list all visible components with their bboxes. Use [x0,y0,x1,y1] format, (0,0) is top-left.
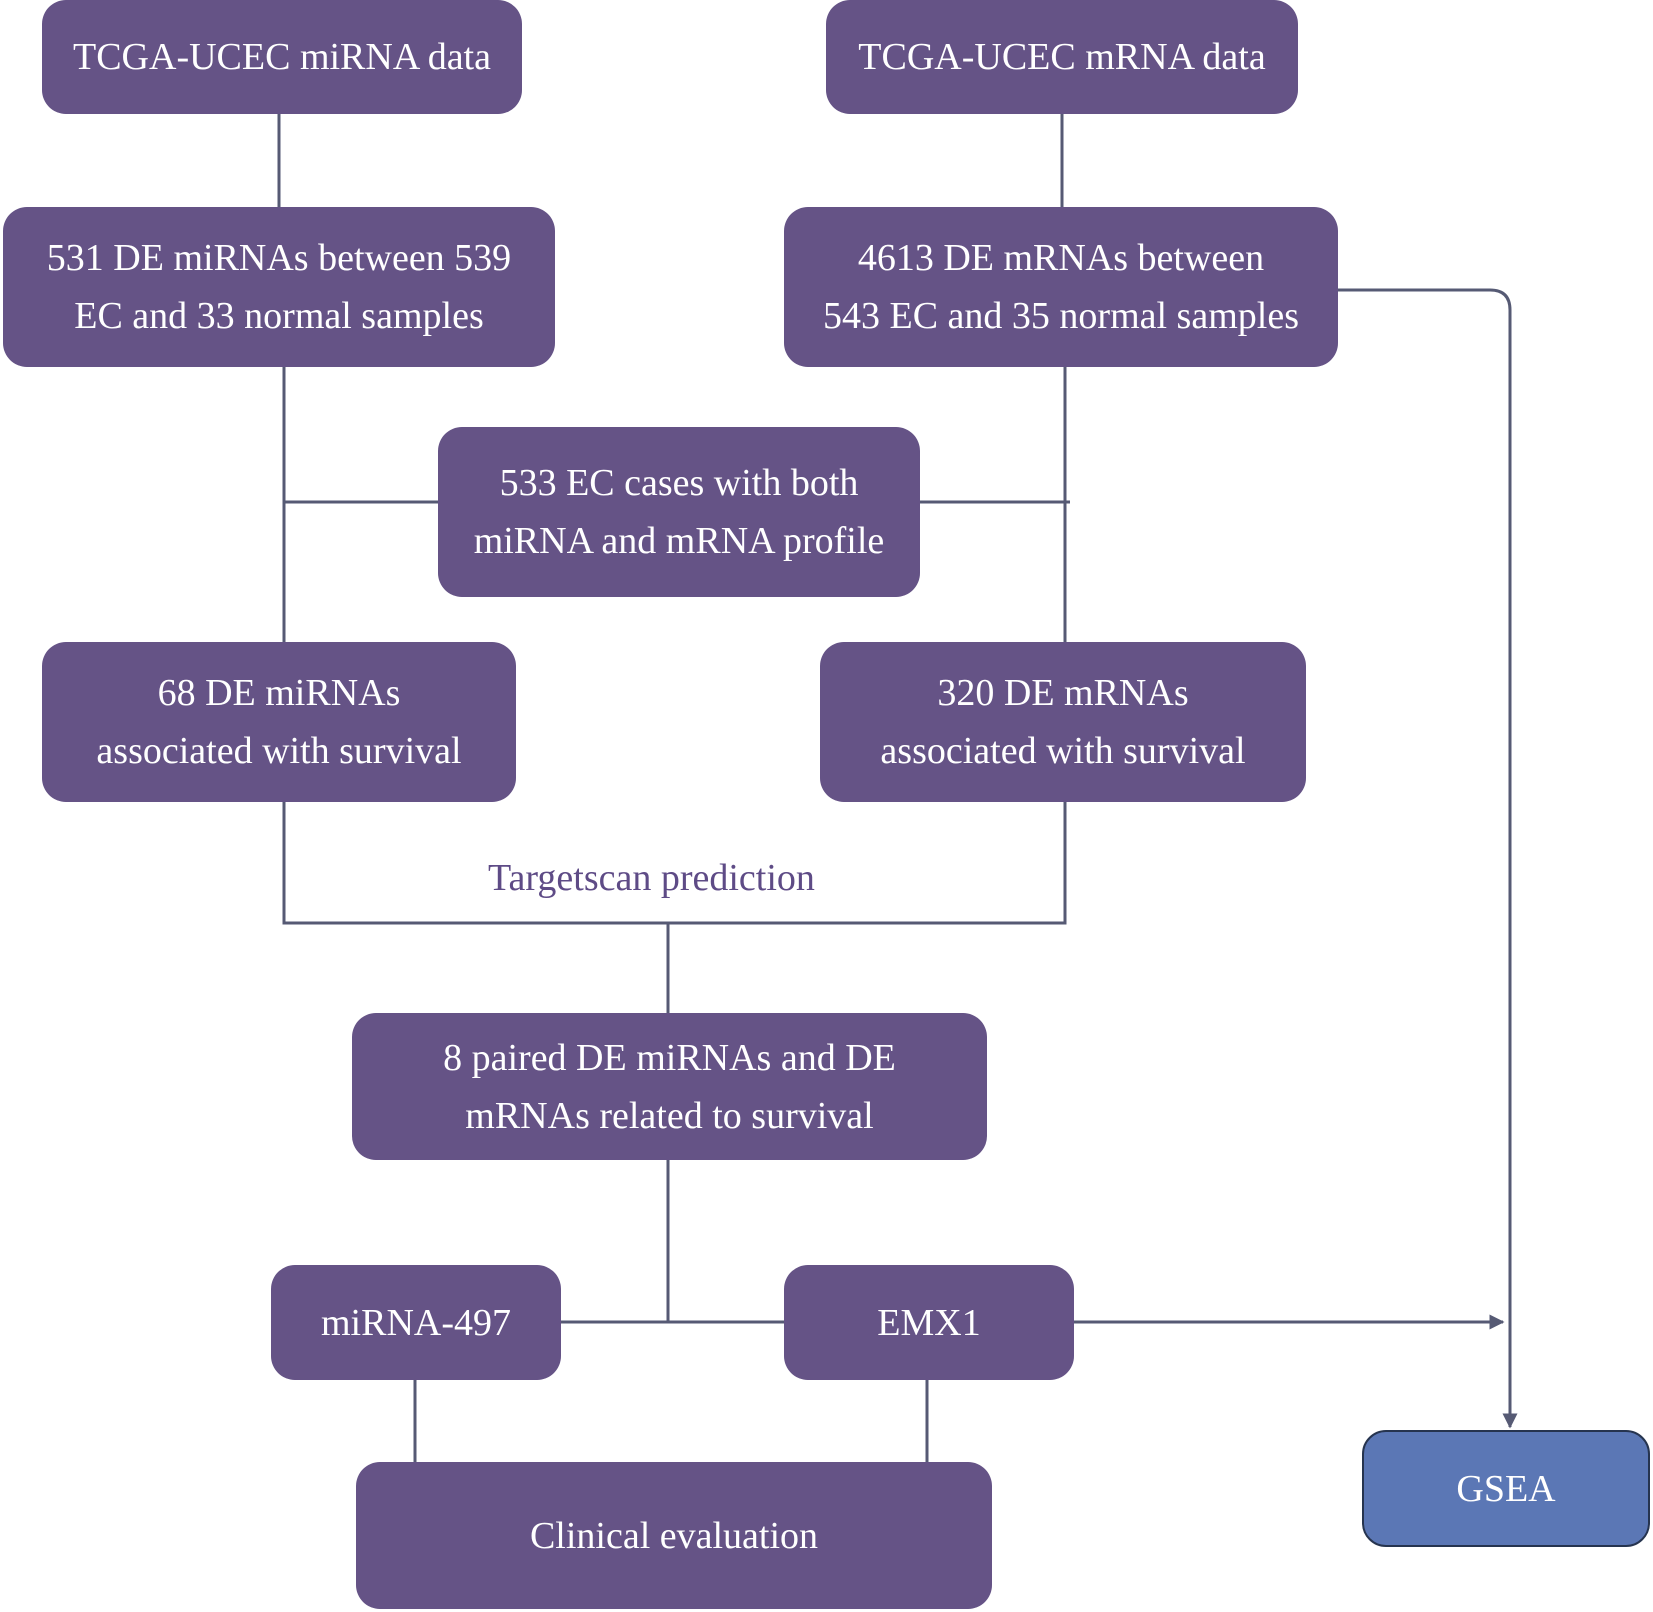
gsea-text: GSEA [1456,1467,1556,1510]
de-mrnas-box: 4613 DE mRNAs between 543 EC and 35 norm… [784,207,1338,367]
paired-box: 8 paired DE miRNAs and DE mRNAs related … [352,1013,987,1160]
mirna-data-text: TCGA-UCEC miRNA data [73,36,491,78]
mrna-data-box: TCGA-UCEC mRNA data [826,0,1298,114]
connector-paired-to-pair [561,1160,670,1324]
clinical-evaluation-text: Clinical evaluation [529,1514,819,1557]
mirna-data-box: TCGA-UCEC miRNA data [42,0,522,114]
targetscan-label: Targetscan prediction [488,857,815,899]
connector-survival-merge [282,802,1067,925]
survival-mrnas-box: 320 DE mRNAs associated with survival [820,642,1306,802]
gsea-box: GSEA [1362,1430,1650,1547]
paired-line1: 8 paired DE miRNAs and DE [443,1036,896,1079]
emx1-text: EMX1 [877,1301,981,1344]
paired-line2: mRNAs related to survival [465,1094,874,1137]
survival-mirnas-box: 68 DE miRNAs associated with survival [42,642,516,802]
de-mrnas-line2: 543 EC and 35 normal samples [823,295,1299,337]
clinical-evaluation-box: Clinical evaluation [356,1462,992,1609]
de-mrnas-line1: 4613 DE mRNAs between [857,237,1265,279]
arrow-de-mrnas-to-gsea [1338,288,1518,1429]
ec-cases-line2: miRNA and mRNA profile [473,520,885,562]
survival-mirnas-line1: 68 DE miRNAs [157,672,401,714]
ec-cases-box: 533 EC cases with both miRNA and mRNA pr… [438,427,920,597]
ec-cases-line1: 533 EC cases with both [499,462,859,504]
mirna-497-box: miRNA-497 [271,1265,561,1380]
survival-mirnas-line2: associated with survival [96,730,462,772]
emx1-box: EMX1 [784,1265,1074,1380]
de-mirnas-line1: 531 DE miRNAs between 539 [46,237,512,279]
survival-mrnas-line1: 320 DE mRNAs [937,672,1189,714]
mrna-data-text: TCGA-UCEC mRNA data [858,36,1266,78]
de-mirnas-box: 531 DE miRNAs between 539 EC and 33 norm… [3,207,555,367]
survival-mrnas-line2: associated with survival [880,730,1246,772]
de-mirnas-line2: EC and 33 normal samples [74,295,484,337]
mirna-497-text: miRNA-497 [321,1301,511,1344]
